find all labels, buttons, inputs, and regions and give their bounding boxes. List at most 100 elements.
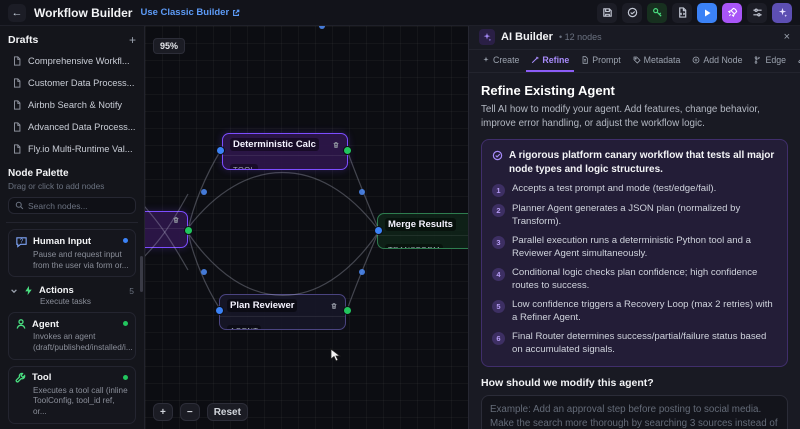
edge-handle[interactable] <box>359 269 365 275</box>
reset-view-button[interactable]: Reset <box>206 403 248 421</box>
chevron-down-icon <box>11 289 17 293</box>
edge-handle[interactable] <box>319 26 325 29</box>
zap-icon <box>25 286 32 296</box>
file-code-icon <box>678 7 686 18</box>
node-planner-partial[interactable] <box>145 211 188 248</box>
panel-title: AI Builder <box>501 31 553 44</box>
settings-button[interactable] <box>747 2 767 23</box>
left-sidebar: Drafts + Comprehensive Workfl... Custome… <box>0 26 145 429</box>
port-dot-green <box>123 321 128 327</box>
search-icon <box>15 201 24 210</box>
draft-item[interactable]: Advanced Data Process... <box>8 116 136 138</box>
delete-node-icon[interactable] <box>330 302 338 310</box>
palette-item-tool[interactable]: Tool Executes a tool call (inline ToolCo… <box>8 365 136 424</box>
draft-item[interactable]: Airbnb Search & Notify <box>8 94 136 116</box>
play-icon <box>705 9 711 16</box>
node-deterministic-calc[interactable]: Deterministic Calc TOOL <box>222 133 348 170</box>
use-classic-builder-link[interactable]: Use Classic Builder <box>140 7 240 18</box>
rocket-icon <box>727 7 737 18</box>
output-port[interactable] <box>184 226 193 235</box>
draft-item[interactable]: Comprehensive Workfl... <box>8 50 136 72</box>
port-dot-green <box>123 374 128 380</box>
export-button[interactable] <box>672 2 692 23</box>
chat-question-icon: ? <box>16 237 27 248</box>
deploy-button[interactable] <box>722 2 742 23</box>
summary-step: 1 Accepts a test prompt and mode (test/e… <box>492 183 777 198</box>
node-merge-results[interactable]: Merge Results TRANSFORM <box>377 213 468 249</box>
delete-node-icon[interactable] <box>332 141 340 149</box>
tab-create[interactable]: Create <box>477 50 524 72</box>
drafts-header: Drafts + <box>8 34 136 46</box>
validate-button[interactable] <box>622 2 642 23</box>
add-draft-button[interactable]: + <box>128 33 136 47</box>
tab-prompt[interactable]: Prompt <box>576 50 625 72</box>
refine-heading: Refine Existing Agent <box>481 82 615 98</box>
document-icon <box>582 56 589 64</box>
wrench-icon <box>15 372 26 383</box>
sparkles-icon <box>778 7 787 18</box>
document-icon <box>14 144 21 154</box>
back-button[interactable]: ← <box>8 3 26 22</box>
output-port[interactable] <box>343 306 352 315</box>
document-icon <box>14 100 21 110</box>
draft-item[interactable]: Customer Data Process... <box>8 72 136 94</box>
close-icon[interactable]: × <box>783 31 790 44</box>
summary-step: 4 Conditional logic checks plan confiden… <box>492 267 777 293</box>
document-icon <box>14 56 21 66</box>
key-icon <box>652 8 662 17</box>
delete-node-icon[interactable] <box>172 216 180 224</box>
canvas-controls: + − Reset <box>153 403 248 421</box>
credentials-button[interactable] <box>647 2 667 23</box>
tab-edge[interactable]: Edge <box>749 50 791 72</box>
node-plan-reviewer[interactable]: Plan Reviewer AGENT <box>219 294 346 330</box>
tag-icon <box>633 56 641 64</box>
input-port[interactable] <box>374 226 383 235</box>
sliders-icon <box>752 8 762 17</box>
edge-handle[interactable] <box>201 269 207 275</box>
ai-builder-header: AI Builder • 12 nodes × <box>469 26 800 50</box>
tab-add-node[interactable]: Add Node <box>687 50 747 72</box>
input-port[interactable] <box>215 306 224 315</box>
topbar-actions <box>597 2 792 23</box>
workflow-summary-card: A rigorous platform canary workflow that… <box>481 139 788 367</box>
edge-handle[interactable] <box>359 189 365 195</box>
tab-metadata[interactable]: Metadata <box>628 50 686 72</box>
run-button[interactable] <box>697 2 717 23</box>
tab-refine[interactable]: Refine <box>526 50 575 72</box>
tab-tools[interactable]: Tools <box>793 50 800 72</box>
palette-group-actions[interactable]: Actions 5 <box>8 285 136 296</box>
palette-item-agent[interactable]: Agent Invokes an agent (draft/published/… <box>8 312 136 360</box>
ai-builder-tabs: Create Refine Prompt Metadata Add Node E… <box>469 50 800 73</box>
refine-instruction-input[interactable] <box>481 394 788 429</box>
node-palette-title: Node Palette <box>8 168 69 179</box>
node-palette-subtitle: Drag or click to add nodes <box>8 181 105 191</box>
sparkles-icon <box>479 29 495 46</box>
svg-text:?: ? <box>20 239 24 245</box>
plus-circle-icon <box>692 56 700 64</box>
top-bar: ← Workflow Builder Use Classic Builder <box>0 0 800 26</box>
palette-item-human-input[interactable]: ? Human Input Pause and request input fr… <box>8 229 136 278</box>
mouse-cursor <box>330 348 342 362</box>
save-button[interactable] <box>597 2 617 23</box>
summary-step: 6 Final Router determines success/partia… <box>492 331 777 357</box>
refine-tab-content: Refine Existing Agent Tell AI how to mod… <box>469 73 800 429</box>
sidebar-scrollbar[interactable] <box>140 256 143 292</box>
ai-builder-toggle-button[interactable] <box>772 2 792 23</box>
node-search-input[interactable]: Search nodes... <box>8 197 136 214</box>
save-icon <box>602 8 612 17</box>
drafts-title: Drafts <box>8 34 39 46</box>
external-link-icon <box>233 9 240 16</box>
palette-divider <box>6 222 138 223</box>
edge-handle[interactable] <box>201 189 207 195</box>
ai-builder-panel: AI Builder • 12 nodes × Create Refine Pr… <box>468 26 800 429</box>
zoom-in-button[interactable]: + <box>153 403 173 421</box>
zoom-out-button[interactable]: − <box>179 403 200 421</box>
input-port[interactable] <box>216 146 225 155</box>
group-count-badge: 5 <box>129 285 134 296</box>
summary-step: 3 Parallel execution runs a deterministi… <box>492 235 777 261</box>
output-port[interactable] <box>343 146 352 155</box>
draft-item[interactable]: Fly.io Multi-Runtime Val... <box>8 138 136 160</box>
summary-step: 2 Planner Agent generates a JSON plan (n… <box>492 203 777 229</box>
workflow-canvas[interactable]: 95% Deterministic Calc TOOL Plan Reviewe… <box>145 26 468 429</box>
app-title: Workflow Builder <box>34 5 133 20</box>
